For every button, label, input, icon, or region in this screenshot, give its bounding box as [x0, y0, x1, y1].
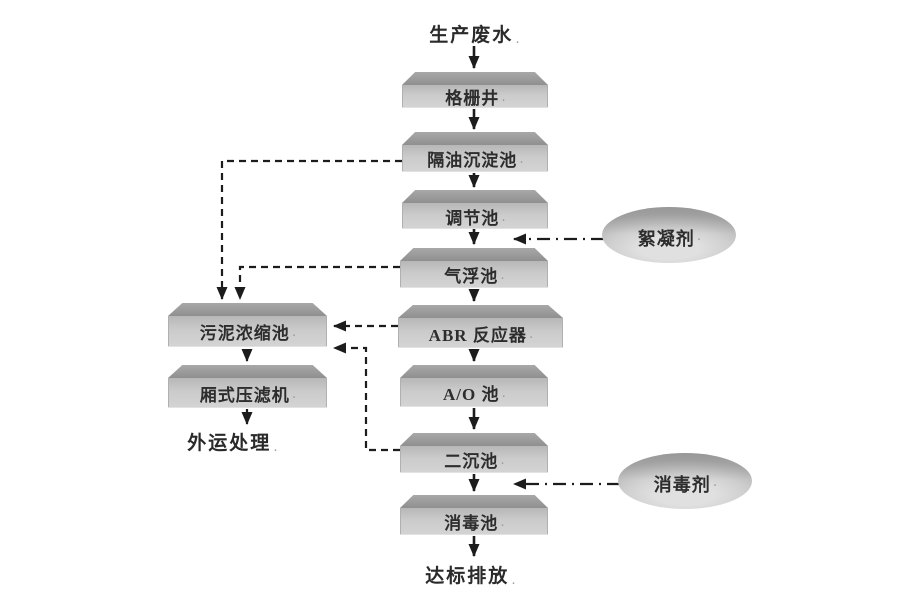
node-label: 消毒池	[444, 514, 499, 533]
label-artifact: .	[516, 35, 521, 46]
node-grating-well: 格栅井.	[402, 72, 548, 108]
box-front-face: 二沉池.	[400, 446, 548, 473]
label-artifact: .	[502, 93, 505, 104]
box-top-face	[168, 365, 327, 378]
node-label: 调节池	[445, 208, 500, 228]
box-top-face	[168, 303, 327, 316]
label-offsite-disposal: 外运处理.	[158, 428, 308, 455]
label-artifact: .	[502, 389, 505, 400]
node-disinfectant: 消毒剂.	[618, 453, 752, 509]
label-artifact: .	[292, 389, 296, 401]
label-artifact: .	[292, 328, 296, 339]
label-artifact: .	[501, 456, 504, 467]
box-front-face: ABR 反应器.	[398, 318, 563, 348]
box-top-face	[400, 433, 548, 446]
node-label: 污泥浓缩池	[199, 324, 290, 343]
box-front-face: 厢式压滤机.	[168, 378, 327, 408]
box-front-face: 格栅井.	[402, 85, 548, 108]
node-label: 格栅井	[445, 89, 500, 108]
node-label: 二沉池	[444, 452, 499, 471]
node-label: 消毒剂	[653, 475, 711, 495]
label-artifact: .	[713, 477, 717, 489]
node-label: 隔油沉淀池	[427, 151, 518, 170]
label-artifact: .	[502, 212, 505, 224]
node-label: 气浮池	[444, 267, 499, 286]
node-label: 厢式压滤机	[199, 385, 290, 405]
node-label: ABR 反应器	[428, 325, 527, 345]
label-artifact: .	[529, 329, 533, 341]
node-secondary-settling-tank: 二沉池.	[400, 433, 548, 473]
box-top-face	[400, 495, 548, 508]
dashed-secondary-to-thickener	[333, 342, 400, 452]
box-top-face	[402, 190, 548, 203]
node-flocculant: 絮凝剂.	[602, 207, 736, 263]
box-front-face: 气浮池.	[400, 261, 548, 288]
source-text: 生产废水	[429, 25, 514, 46]
node-regulating-tank: 调节池.	[402, 190, 548, 229]
node-label: 絮凝剂	[637, 229, 695, 249]
box-front-face: A/O 池.	[400, 378, 548, 407]
node-disinfection-tank: 消毒池.	[400, 495, 548, 535]
node-abr-reactor: ABR 反应器.	[398, 305, 563, 348]
node-air-flotation-tank: 气浮池.	[400, 248, 548, 288]
dashed-flotation-to-thickener	[234, 265, 400, 300]
label-outfall: 达标排放.	[391, 561, 551, 588]
box-front-face: 污泥浓缩池.	[168, 316, 327, 347]
box-top-face	[400, 248, 548, 261]
box-top-face	[402, 72, 548, 85]
label-artifact: .	[697, 231, 701, 243]
box-top-face	[398, 305, 563, 318]
sludge-out-text: 外运处理	[187, 433, 272, 454]
node-oil-separation-settling-tank: 隔油沉淀池.	[402, 132, 548, 172]
label-source-wastewater: 生产废水.	[395, 20, 555, 47]
node-ao-tank: A/O 池.	[400, 365, 548, 407]
label-artifact: .	[520, 155, 523, 166]
label-artifact: .	[512, 576, 517, 587]
box-front-face: 消毒池.	[400, 508, 548, 535]
box-top-face	[400, 365, 548, 378]
node-sludge-thickening-tank: 污泥浓缩池.	[168, 303, 327, 347]
box-front-face: 调节池.	[402, 203, 548, 229]
dashed-oilsep-to-thickener	[216, 159, 402, 300]
label-artifact: .	[274, 443, 279, 454]
label-artifact: .	[501, 271, 504, 282]
node-chamber-filter-press: 厢式压滤机.	[168, 365, 327, 408]
label-artifact: .	[501, 518, 504, 529]
box-top-face	[402, 132, 548, 145]
outfall-text: 达标排放	[425, 566, 510, 587]
box-front-face: 隔油沉淀池.	[402, 145, 548, 172]
node-label: A/O 池	[443, 385, 500, 404]
